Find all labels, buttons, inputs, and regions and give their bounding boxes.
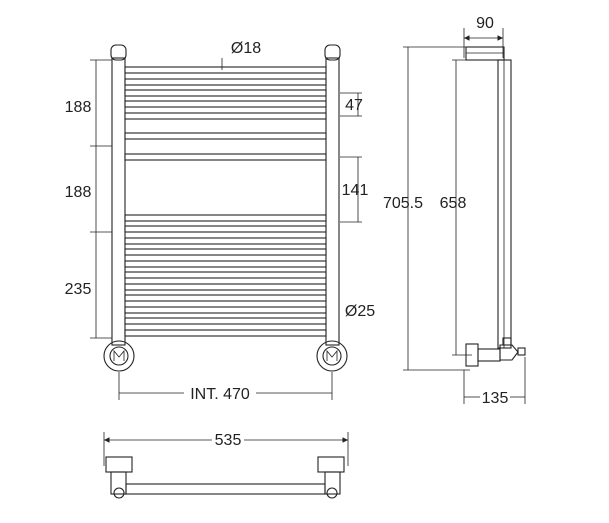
horizontal-tube <box>124 237 327 245</box>
total-height-label: 705.5 <box>383 195 423 212</box>
wall-depth-label: 90 <box>476 15 494 32</box>
horizontal-tube <box>124 260 327 268</box>
upper-section-label: 188 <box>65 99 92 116</box>
axis-height-label: 658 <box>440 195 467 212</box>
horizontal-tube <box>124 89 327 97</box>
top-gap-dimension <box>340 92 362 117</box>
tube-diameter-label: Ø18 <box>231 40 261 57</box>
left-top-cap <box>110 44 127 61</box>
horizontal-tube <box>124 248 327 256</box>
right-column <box>325 57 340 346</box>
horizontal-tube <box>124 78 327 86</box>
top-view <box>103 432 349 499</box>
right-top-cap <box>324 44 341 61</box>
top-gap-label: 47 <box>345 97 363 114</box>
horizontal-tube <box>124 225 327 233</box>
middle-section-label: 188 <box>65 184 92 201</box>
horizontal-tube <box>124 66 327 74</box>
horizontal-tubes <box>124 66 327 337</box>
lower-section-label: 235 <box>65 281 92 298</box>
middle-gap-dimension <box>340 156 362 223</box>
horizontal-tube <box>124 153 327 161</box>
interaxis-label: INT. 470 <box>190 386 250 403</box>
horizontal-tube <box>124 317 327 325</box>
horizontal-tube <box>124 306 327 314</box>
left-column <box>111 57 126 346</box>
middle-gap-label: 141 <box>342 182 369 199</box>
horizontal-tube <box>124 112 327 120</box>
horizontal-tube <box>124 132 327 140</box>
side-view <box>403 28 526 404</box>
horizontal-tube <box>124 100 327 108</box>
horizontal-tube <box>124 214 327 222</box>
left-valve <box>103 340 135 372</box>
column-diameter-label: Ø25 <box>345 303 375 320</box>
horizontal-tube <box>124 294 327 302</box>
horizontal-tube <box>124 283 327 291</box>
front-view <box>103 44 348 372</box>
left-dimension-chain <box>90 59 112 339</box>
total-width-label: 535 <box>215 432 242 449</box>
horizontal-tube <box>124 329 327 337</box>
projection-label: 135 <box>482 390 509 407</box>
horizontal-tube <box>124 271 327 279</box>
interaxis-dimension <box>118 372 333 400</box>
right-valve <box>316 340 348 372</box>
